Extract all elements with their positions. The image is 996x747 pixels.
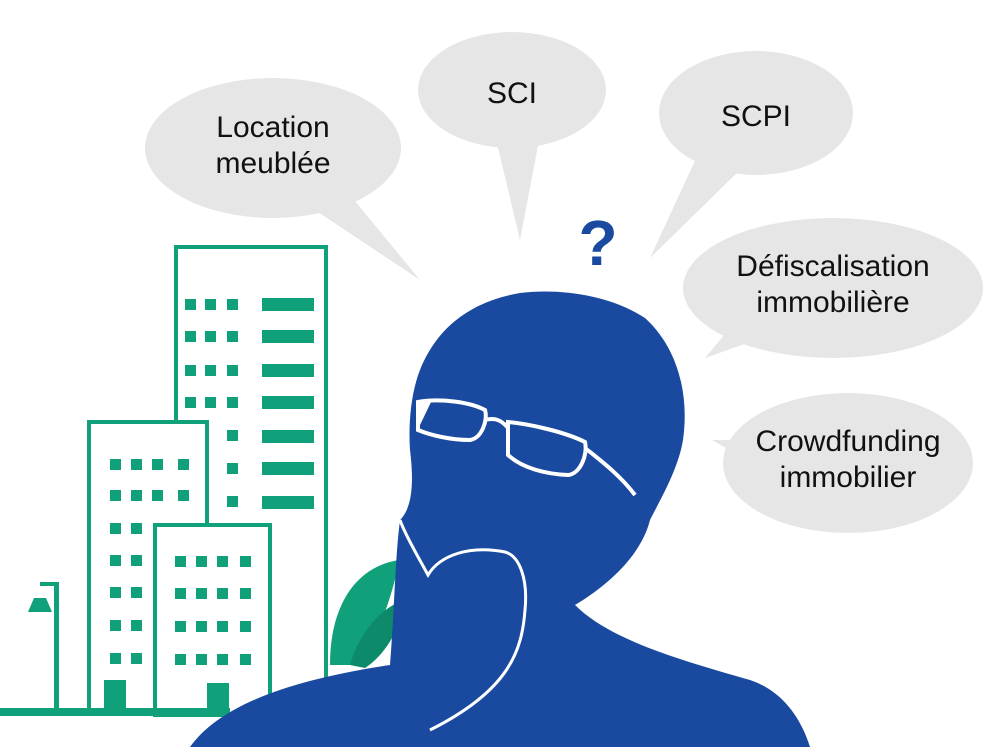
glasses-icon [416,398,637,497]
street-lamp-icon [28,582,59,710]
bubble-text-line: SCPI [721,100,791,133]
bubble-text-line: immobilière [756,286,909,319]
bubble-text-line: SCI [487,77,537,110]
bubble-defiscalisation: Défiscalisation immobilière [683,218,983,358]
bubble-text-line: Défiscalisation [736,250,929,283]
bubble-text-line: immobilier [780,461,917,494]
bubble-location-meublee: Location meublée [145,78,420,280]
plant-icon [330,560,405,668]
buildings-icon [87,245,328,717]
bubble-text-line: meublée [215,147,330,180]
bubble-sci: SCI [418,32,606,240]
thinking-person-icon [190,291,810,747]
question-mark-icon: ? [578,207,617,279]
bubble-scpi: SCPI [650,51,853,258]
bubble-crowdfunding: Crowdfunding immobilier [712,393,973,533]
bubble-text-line: Crowdfunding [755,425,940,458]
bubble-text-line: Location [216,111,329,144]
ground-line [0,708,230,716]
